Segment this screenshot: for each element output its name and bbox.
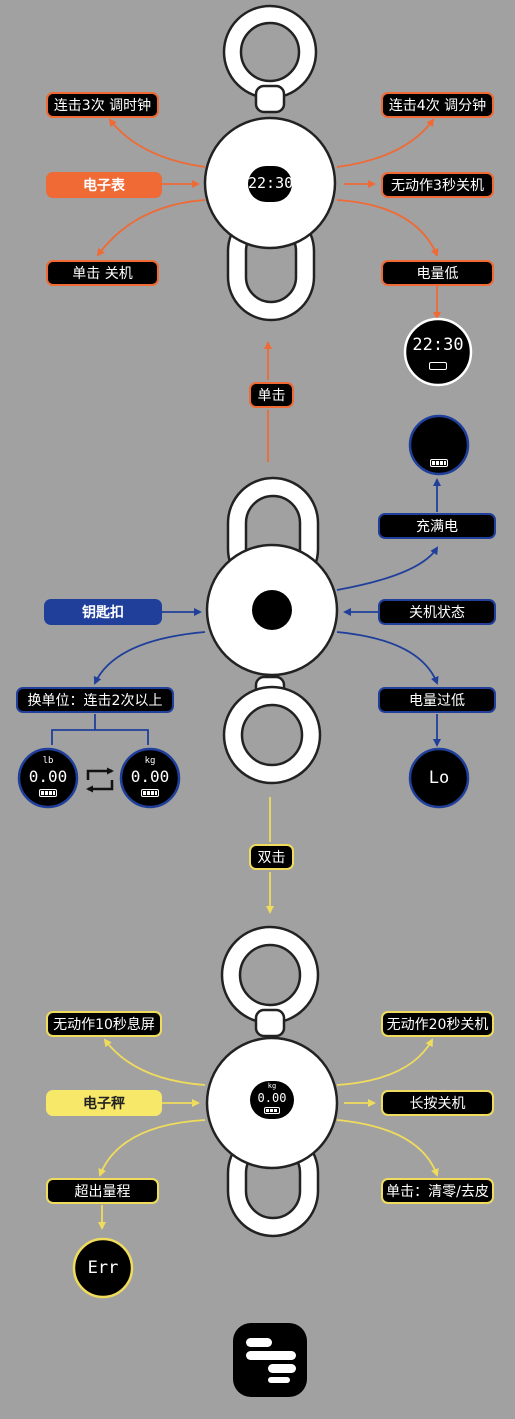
scale-category-label: 电子秤 [46,1090,162,1116]
unit-branch-lines [51,714,149,745]
lb-unit-text: lb [42,756,54,766]
keychain-very-low-battery-label: 电量过低 [378,687,496,713]
scale-long-press-off-label: 长按关机 [381,1090,494,1116]
arrow-to-top-left [108,118,206,168]
kg-unit-text: kg [144,756,156,766]
scale-screen-sleep-label: 无动作10秒息屏 [46,1011,162,1037]
watch-category-label: 电子表 [46,172,162,198]
low-battery-display-icon [403,317,473,387]
arrow-to-bottom-left [98,1119,206,1177]
keychain-charged-label: 充满电 [378,513,496,539]
kg-display-icon [119,747,181,809]
lb-display-icon [17,747,79,809]
app-logo-icon [233,1323,307,1397]
lo-display-text: Lo [428,768,450,788]
arrow-to-bottom-left [96,199,206,257]
keychain-category-label: 钥匙扣 [44,599,162,625]
swap-arrows-icon [86,767,114,793]
full-battery-icon [430,459,448,467]
lo-display-icon [408,747,470,809]
arrow-to-bottom-right [336,631,439,685]
low-battery-time-display: 22:30 [412,335,464,355]
watch-auto-off-label: 无动作3秒关机 [381,172,494,198]
transition-double-click-label: 双击 [249,844,294,870]
scale-reading-text: 0.00 [257,1091,287,1105]
watch-power-off-label: 单击 关机 [46,260,159,286]
keychain-unit-switch-label: 换单位：连击2次以上 [16,687,174,713]
lb-reading-text: 0.00 [28,767,68,786]
lb-battery-icon [39,789,57,797]
scale-unit-text: kg [267,1082,277,1090]
watch-hour-adjust-label: 连击3次 调时钟 [46,92,159,118]
scale-device-icon [205,925,339,1238]
watch-device-icon [203,4,337,322]
transition-single-click-label: 单击 [249,382,294,408]
watch-minute-adjust-label: 连击4次 调分钟 [381,92,494,118]
scale-battery-icon [264,1107,280,1114]
keychain-device-icon [205,476,339,785]
arrow-to-top-right [336,118,435,168]
kg-reading-text: 0.00 [130,767,170,786]
err-display-icon [72,1237,134,1299]
scale-overload-label: 超出量程 [46,1178,159,1204]
scale-auto-off-label: 无动作20秒关机 [381,1011,494,1037]
watch-low-battery-label: 电量低 [381,260,494,286]
watch-time-display: 22:30 [248,174,294,192]
arrow-to-bottom-right [336,1119,439,1177]
empty-battery-icon [429,362,447,370]
arrow-to-bottom-left [93,631,206,685]
scale-tare-label: 单击：清零/去皮 [381,1178,494,1204]
arrow-to-bottom-right [336,199,439,257]
arrow-to-top-left [103,1038,206,1086]
err-display-text: Err [87,1258,119,1278]
arrow-to-top-right [336,546,439,591]
keychain-off-state-label: 关机状态 [378,599,496,625]
full-battery-display-icon [408,414,470,476]
kg-battery-icon [141,789,159,797]
arrow-to-top-right [336,1038,433,1086]
